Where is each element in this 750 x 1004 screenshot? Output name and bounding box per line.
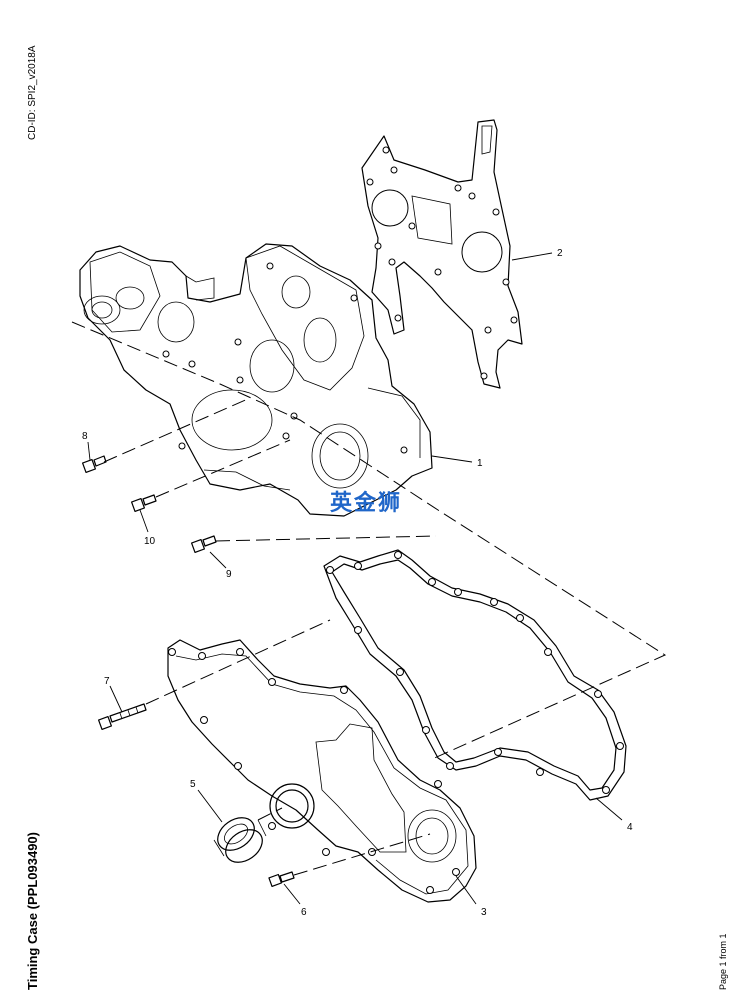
page-title: Timing Case (PPL093490) [25, 832, 40, 990]
doc-id-label: CD-ID: SPI2_v2018A [27, 45, 38, 140]
callout-2: 2 [557, 248, 563, 259]
lower-gasket [323, 549, 627, 801]
oil-seal [213, 817, 267, 863]
callout-6: 6 [301, 907, 307, 918]
callout-8: 8 [82, 431, 88, 442]
bolt-10 [130, 494, 157, 513]
callout-7: 7 [104, 676, 110, 687]
bolt-7 [97, 703, 147, 731]
timing-case-body [79, 243, 433, 517]
front-timing-cover [167, 639, 477, 903]
bolt-8 [81, 455, 107, 474]
upper-gasket [361, 119, 523, 389]
callout-9: 9 [226, 569, 232, 580]
bolt-6 [268, 871, 295, 888]
callout-1: 1 [477, 458, 483, 469]
leader-lines [87, 252, 623, 905]
assembly-lines [71, 321, 667, 876]
page-number-label: Page 1 from 1 [718, 933, 728, 990]
callout-5: 5 [190, 779, 196, 790]
callout-10: 10 [144, 536, 156, 547]
callout-3: 3 [481, 907, 487, 918]
bolt-9 [190, 535, 217, 554]
watermark-text: 英金狮 [330, 490, 402, 516]
callout-4: 4 [627, 822, 633, 833]
